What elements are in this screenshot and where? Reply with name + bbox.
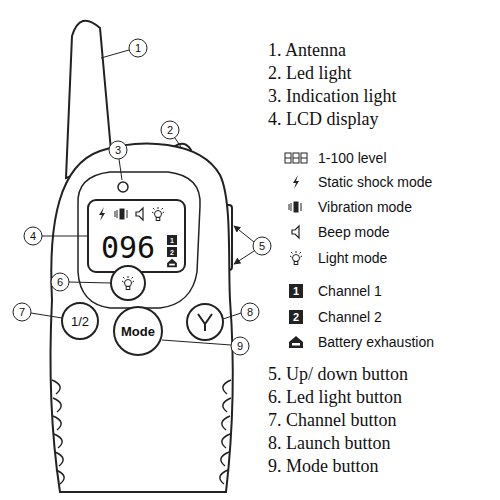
callout-number: 2 <box>167 125 173 136</box>
remote-body <box>50 144 233 492</box>
callout-number: 4 <box>30 231 36 242</box>
channel-icon: 2 <box>293 312 299 323</box>
part-name: 7. Channel button <box>268 411 397 429</box>
callout-number: 8 <box>247 307 253 318</box>
channel-icon: 1 <box>293 286 299 297</box>
part-name: 6. Led light button <box>268 388 402 406</box>
leader-lines <box>31 50 254 345</box>
mode-name: Channel 1 <box>318 284 382 298</box>
callout-number: 9 <box>237 341 243 352</box>
part-name: 5. Up/ down button <box>268 365 408 383</box>
face-plate <box>78 172 200 308</box>
part-name: 4. LCD display <box>268 110 379 128</box>
mode-name: Channel 2 <box>318 310 382 324</box>
button-label: Mode <box>121 325 155 338</box>
part-name: 8. Launch button <box>268 434 390 452</box>
callout-number: 3 <box>115 145 121 156</box>
callout-number: 5 <box>259 241 265 252</box>
mode-name: Static shock mode <box>318 175 432 189</box>
mode-button <box>114 307 162 355</box>
lcd-channel: 2 <box>170 249 174 256</box>
callout-number: 6 <box>57 277 63 288</box>
part-name: 3. Indication light <box>268 87 396 105</box>
mode-name: Vibration mode <box>318 200 412 214</box>
callout-circles <box>13 39 271 355</box>
mode-name: 1-100 level <box>318 151 387 165</box>
channel-button <box>62 303 98 339</box>
launch-button <box>187 304 223 340</box>
lcd-channel: 1 <box>170 237 174 244</box>
lcd-digits: 096 <box>101 233 155 263</box>
lcd-display <box>88 200 185 272</box>
mode-icons <box>285 153 307 348</box>
mode-name: Light mode <box>318 251 387 265</box>
led-light-button <box>111 266 145 300</box>
button-label: 1/2 <box>71 315 89 328</box>
mode-name: Beep mode <box>318 225 390 239</box>
indication-light <box>118 182 128 192</box>
part-name: 1. Antenna <box>268 41 346 59</box>
callout-number: 1 <box>135 43 141 54</box>
part-name: 9. Mode button <box>268 457 379 475</box>
callout-number: 7 <box>19 307 25 318</box>
grip-ridges <box>52 380 231 484</box>
part-name: 2. Led light <box>268 64 352 82</box>
mode-name: Battery exhaustion <box>318 335 434 349</box>
